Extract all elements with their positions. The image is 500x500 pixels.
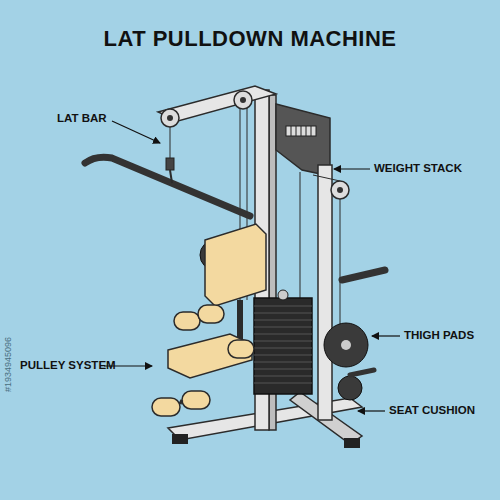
- handle-bar: [342, 270, 385, 280]
- leader-line: [358, 410, 385, 411]
- weight-plates: [254, 306, 312, 383]
- roller: [228, 340, 254, 358]
- foot: [344, 438, 360, 448]
- thigh-roller: [174, 312, 200, 330]
- right-column: [318, 165, 332, 420]
- handle-bar: [350, 370, 374, 375]
- part-label: SEAT CUSHION: [389, 404, 475, 416]
- pulley-hub: [240, 97, 246, 103]
- diagram-title: LAT PULLDOWN MACHINE: [0, 26, 500, 52]
- thigh-roller: [198, 305, 224, 323]
- pulley: [331, 181, 349, 199]
- part-label: PULLEY SYSTEM: [20, 359, 116, 371]
- hook: [166, 158, 174, 170]
- leader-line: [372, 335, 400, 336]
- pulley: [234, 91, 252, 109]
- back-pad: [205, 224, 266, 306]
- grille: [286, 126, 316, 136]
- pulley: [161, 109, 179, 127]
- part-label: WEIGHT STACK: [374, 162, 462, 174]
- bar-link: [170, 170, 172, 183]
- foot-roller: [182, 391, 210, 409]
- foot-roller: [152, 398, 180, 416]
- plate-hub: [341, 340, 351, 350]
- watermark-id: #1934945096: [3, 337, 13, 392]
- weight-plate: [338, 376, 362, 400]
- pulley-hub: [167, 115, 173, 121]
- foot: [172, 434, 188, 444]
- weight-plate: [324, 323, 368, 367]
- part-label: LAT BAR: [57, 112, 107, 124]
- lat-bar: [85, 157, 250, 216]
- weight-stack: [254, 298, 312, 394]
- pulley-hub: [337, 187, 343, 193]
- cable: [170, 108, 340, 330]
- part-label: THIGH PADS: [404, 329, 474, 341]
- selector-pin: [278, 290, 288, 300]
- leader-line: [334, 168, 370, 169]
- leader-line: [112, 121, 160, 143]
- grille-lines: [291, 126, 311, 136]
- roller-axle: [180, 400, 182, 404]
